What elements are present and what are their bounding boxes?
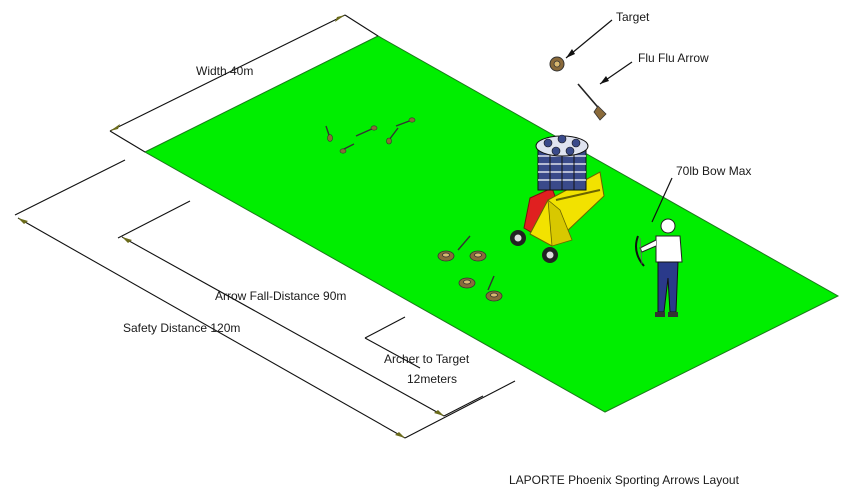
target-thrower-machine-icon <box>510 134 605 263</box>
arrow-fletchings <box>327 117 416 154</box>
ground-targets <box>437 250 503 302</box>
dimension-lines <box>14 14 516 439</box>
flu-flu-arrow-icon <box>577 83 607 121</box>
clay-target-icon <box>549 56 565 72</box>
field <box>143 35 840 413</box>
label-safety-distance: Safety Distance 120m <box>123 321 240 335</box>
label-archer-to-target-2: 12meters <box>407 372 457 386</box>
arrow-5 <box>388 127 399 141</box>
label-arrow-fall-distance: Arrow Fall-Distance 90m <box>215 289 346 303</box>
label-archer-to-target-1: Archer to Target <box>384 352 470 366</box>
arrow-pointer-head <box>600 76 609 84</box>
ground-arrows <box>457 235 495 291</box>
label-bow-max: 70lb Bow Max <box>676 164 751 178</box>
label-width: Width 40m <box>196 64 253 78</box>
label-target: Target <box>616 10 650 24</box>
archer-figure-icon <box>635 218 683 317</box>
arrow-2 <box>355 127 375 137</box>
dimension-arrowheads <box>18 15 444 438</box>
label-flu-flu-arrow: Flu Flu Arrow <box>638 51 709 65</box>
diagram-caption: LAPORTE Phoenix Sporting Arrows Layout <box>509 473 740 487</box>
target-pointer-head <box>566 49 575 58</box>
